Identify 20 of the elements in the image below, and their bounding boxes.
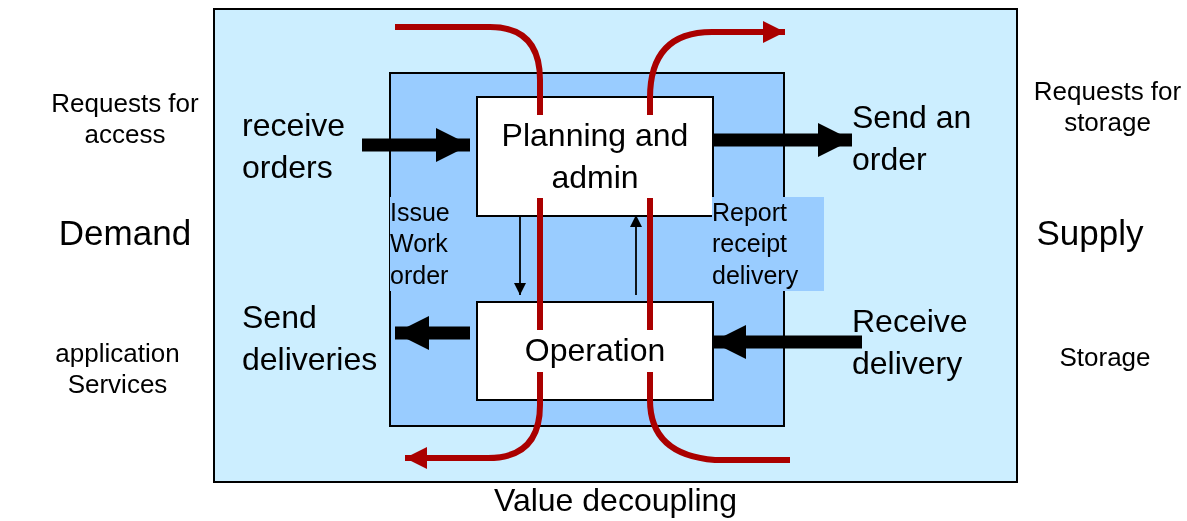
process-box [476, 301, 714, 401]
side-label: Supply [1035, 212, 1145, 254]
arrow [395, 316, 470, 350]
side-label: application Services [54, 338, 181, 401]
panel-title: Value decoupling [492, 481, 739, 520]
arrow [362, 128, 470, 162]
step-text: Receive delivery [852, 302, 969, 383]
side-label: Requests for storage [1032, 76, 1183, 139]
edge-label: Report receipt delivery [712, 197, 824, 291]
arrow [514, 214, 526, 296]
side-label: Storage [1058, 342, 1152, 374]
arrow [712, 123, 852, 157]
side-label: Demand [57, 212, 193, 254]
step-text: Send deliveries [242, 298, 379, 379]
process-box [476, 96, 714, 217]
arrow [712, 325, 862, 359]
step-text: receive orders [242, 106, 347, 187]
arrow [630, 214, 642, 296]
side-label: Requests for access [50, 88, 200, 151]
step-text: Send an order [852, 98, 973, 179]
